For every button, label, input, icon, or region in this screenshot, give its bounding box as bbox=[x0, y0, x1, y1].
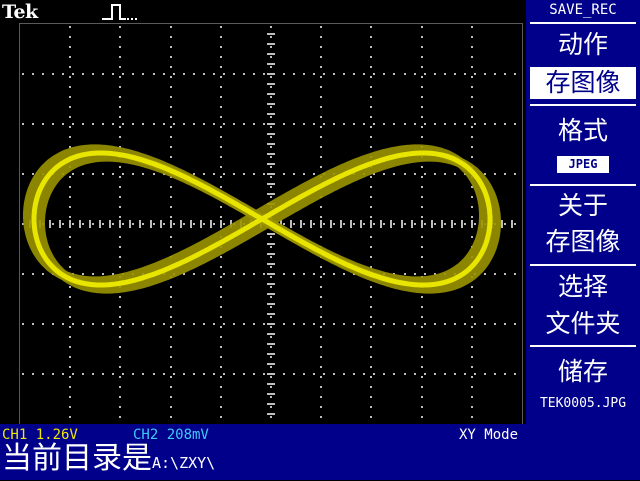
current-directory: 当前目录是A:\ZXY\ bbox=[2, 441, 215, 481]
save-filename: TEK0005.JPG bbox=[539, 396, 627, 411]
save-label: 储存 bbox=[557, 357, 608, 386]
xy-mode-label: XY Mode bbox=[459, 427, 519, 443]
format-value: JPEG bbox=[557, 156, 609, 173]
xy-display-screen bbox=[19, 23, 523, 425]
top-bar: Tek bbox=[0, 0, 522, 24]
ch1-scale: CH1 1.26V bbox=[2, 427, 78, 443]
menu-divider bbox=[530, 184, 636, 186]
current-directory-value: A:\ZXY\ bbox=[152, 454, 216, 472]
tek-logo: Tek bbox=[2, 1, 38, 23]
select-line2: 文件夹 bbox=[545, 309, 621, 338]
status-bar: CH1 1.26V CH2 208mV XY Mode 当前目录是A:\ZXY\ bbox=[0, 424, 640, 480]
ch2-scale: CH2 208mV bbox=[133, 427, 209, 443]
action-label: 动作 bbox=[557, 30, 608, 59]
select-line1: 选择 bbox=[557, 272, 608, 301]
xy-lissajous-trace bbox=[23, 144, 501, 294]
menu-divider bbox=[530, 104, 636, 106]
trigger-pulse-icon bbox=[102, 4, 137, 20]
menu-divider bbox=[530, 22, 636, 24]
current-directory-label: 当前目录是 bbox=[2, 441, 152, 476]
graticule-and-trace bbox=[22, 26, 516, 418]
format-label: 格式 bbox=[557, 116, 608, 145]
menu-divider bbox=[530, 345, 636, 347]
about-line2: 存图像 bbox=[545, 227, 621, 256]
action-value: 存图像 bbox=[530, 67, 636, 99]
menu-title: SAVE_REC bbox=[549, 2, 617, 18]
about-line1: 关于 bbox=[557, 191, 608, 220]
menu-divider bbox=[530, 264, 636, 266]
softkey-menu: SAVE_REC 动作 存图像 格式 JPEG 关于 存图像 选择 文件夹 储存… bbox=[526, 0, 640, 424]
